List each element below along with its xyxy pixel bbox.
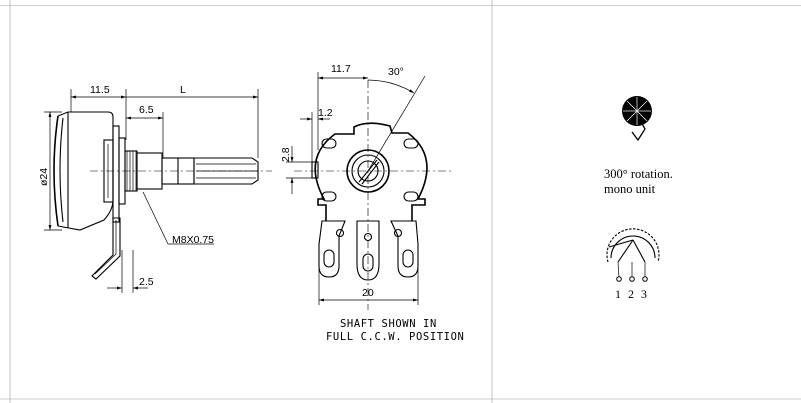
dim-terminal-span: 20 bbox=[362, 287, 374, 299]
note-line-1: SHAFT SHOWN IN bbox=[340, 318, 437, 330]
dim-diameter: ø24 bbox=[38, 168, 50, 186]
pin-label-2: 2 bbox=[628, 287, 634, 301]
note-line-2: FULL C.C.W. POSITION bbox=[326, 331, 464, 343]
pin-label-1: 1 bbox=[615, 287, 621, 301]
front-view: 11.7 30° 1.2 2.8 20 SHAFT SHOWN IN FULL … bbox=[280, 63, 464, 343]
dim-shaft-length: L bbox=[180, 84, 186, 96]
dim-thread: M8X0.75 bbox=[172, 234, 214, 246]
dim-angle: 30° bbox=[388, 66, 404, 78]
unit-text: mono unit bbox=[604, 182, 656, 196]
knob-icon bbox=[622, 96, 652, 142]
dim-body-depth: 11.5 bbox=[90, 84, 110, 96]
rotation-text: 300° rotation. bbox=[604, 167, 673, 181]
dim-tab-height: 2.8 bbox=[280, 147, 292, 162]
dim-offset: 11.7 bbox=[331, 63, 351, 75]
dim-tab-width: 1.2 bbox=[318, 107, 333, 119]
dim-terminal: 2.5 bbox=[139, 276, 154, 288]
dim-bushing: 6.5 bbox=[139, 104, 154, 116]
side-view: 11.5 L 6.5 ø24 M8X0.75 2.5 bbox=[38, 84, 272, 293]
pin-label-3: 3 bbox=[641, 287, 647, 301]
potentiometer-symbol-icon bbox=[606, 228, 660, 282]
symbol-panel: 300° rotation. mono unit 1 2 3 bbox=[604, 96, 673, 301]
